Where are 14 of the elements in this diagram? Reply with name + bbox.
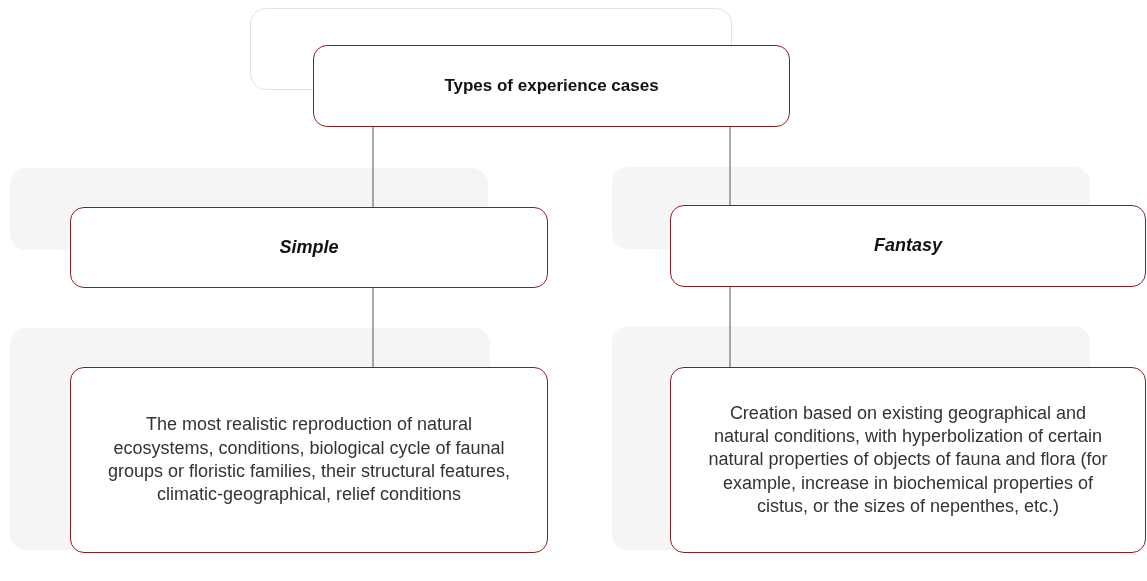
- connector-line: [729, 126, 731, 206]
- node-text: Types of experience cases: [444, 74, 659, 97]
- node-box: [313, 45, 790, 127]
- node-box: [70, 207, 548, 288]
- node-text: Simple: [279, 235, 339, 259]
- node-box: [70, 367, 548, 553]
- connector-line: [729, 286, 731, 368]
- node-box: [670, 205, 1146, 287]
- node-text: The most realistic reproduction of natural ecosystems, conditions, biological cycle of faunal groups or floristic families, their structural features, climatic-geographical, relief conditions: [106, 413, 512, 507]
- connector-line: [372, 126, 374, 208]
- connector-line: [372, 287, 374, 368]
- node-text: Fantasy: [874, 234, 942, 258]
- node-box: [670, 367, 1146, 553]
- node-text: Creation based on existing geographical and natural conditions, with hyperbolization of certain natural properties of objects of fauna and flora (for example, increase in biochemical properties of cistus, or the sizes of nepenthes, etc.): [707, 401, 1109, 519]
